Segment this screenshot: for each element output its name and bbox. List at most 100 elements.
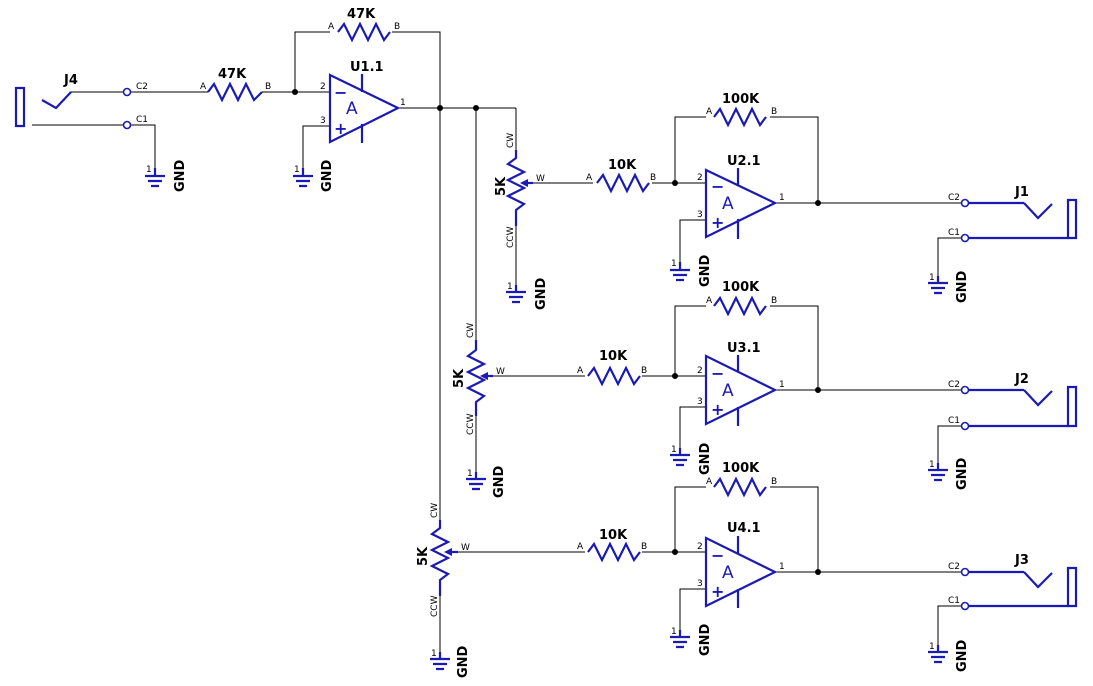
wire xyxy=(679,406,705,448)
ground-label: GND xyxy=(698,254,713,287)
pot-cw-label: CW xyxy=(466,323,476,338)
potentiometer-3: CW CCW W 5K xyxy=(416,503,470,617)
ground-label: GND xyxy=(456,645,471,678)
opamp-pin: 3 xyxy=(697,397,703,407)
opamp-pin: 3 xyxy=(697,210,703,220)
opamp-minus-sign: − xyxy=(711,364,724,383)
wire xyxy=(130,124,156,168)
resistor-pin-b: B xyxy=(641,542,647,552)
junction-dot xyxy=(815,569,821,575)
resistor-r7: 100K A B xyxy=(706,461,777,498)
pot-ccw-label: CCW xyxy=(430,595,440,617)
junctions xyxy=(292,89,821,575)
junction-dot xyxy=(473,105,479,111)
resistor-value: 47K xyxy=(347,7,376,22)
opamp-u3: A − + U3.1 2 3 1 xyxy=(697,341,785,426)
ground-symbol: 1 GND xyxy=(506,277,549,310)
wire xyxy=(392,31,441,108)
ground-label: GND xyxy=(534,277,549,310)
jack-ref: J1 xyxy=(1014,185,1029,200)
opamp-u1: A − + U1.1 2 3 1 xyxy=(320,60,406,144)
opamp-unit-label: A xyxy=(346,99,358,119)
jack-pin: C1 xyxy=(136,115,148,125)
ground-symbol: 1 GND xyxy=(670,623,713,656)
jack-ref: J4 xyxy=(63,73,78,88)
pot-wiper-label: W xyxy=(536,174,545,184)
wire xyxy=(937,425,962,463)
pot-wiper-label: W xyxy=(461,543,470,553)
potentiometer-1: CW CCW W 5K xyxy=(494,133,545,248)
ground-pin: 1 xyxy=(431,649,437,659)
opamp-pin: 2 xyxy=(697,542,703,552)
opamp-pin: 2 xyxy=(320,82,326,92)
resistor-pin-a: A xyxy=(577,542,584,552)
junction-dot xyxy=(672,180,678,186)
junction-dot xyxy=(292,89,298,95)
opamp-plus-sign: + xyxy=(711,400,724,419)
ground-pin: 1 xyxy=(294,165,300,175)
pot-wiper-label: W xyxy=(496,367,505,377)
jack-pin: C2 xyxy=(136,82,148,92)
ground-pin: 1 xyxy=(671,259,677,269)
resistor-value: 100K xyxy=(722,92,760,107)
resistor-r5: 100K A B xyxy=(706,280,777,317)
resistor-pin-a: A xyxy=(577,366,584,376)
resistor-pin-a: A xyxy=(586,173,593,183)
pot-value: 5K xyxy=(416,546,431,566)
opamp-unit-label: A xyxy=(722,381,734,401)
wire xyxy=(679,219,705,262)
opamp-plus-sign: + xyxy=(334,119,347,138)
ground-symbol: 1 GND xyxy=(466,465,507,498)
opamp-plus-sign: + xyxy=(711,582,724,601)
ground-symbol: 1 GND xyxy=(430,645,471,678)
wire xyxy=(294,31,330,92)
junction-dot xyxy=(672,373,678,379)
resistor-r2: 47K A B xyxy=(328,7,400,43)
ground-symbol: 1 GND xyxy=(145,159,188,192)
junction-dot xyxy=(437,105,443,111)
opamp-minus-sign: − xyxy=(711,546,724,565)
wire xyxy=(674,305,706,376)
junction-dot xyxy=(672,549,678,555)
ground-pin: 1 xyxy=(507,282,513,292)
opamp-ref: U2.1 xyxy=(727,154,761,169)
junction-dot xyxy=(815,200,821,206)
ground-label: GND xyxy=(955,270,970,303)
resistor-value: 10K xyxy=(599,349,628,364)
opamp-pin: 2 xyxy=(697,173,703,183)
ground-label: GND xyxy=(698,623,713,656)
wires xyxy=(32,31,962,652)
pot-ccw-label: CCW xyxy=(506,226,516,248)
resistor-pin-a: A xyxy=(706,107,713,117)
ground-symbol: 1 GND xyxy=(928,457,970,490)
opamp-ref: U4.1 xyxy=(727,521,761,536)
resistor-pin-b: B xyxy=(771,296,777,306)
jack-pin: C2 xyxy=(948,193,960,203)
resistor-pin-b: B xyxy=(641,366,647,376)
resistor-pin-b: B xyxy=(771,477,777,487)
jack-j1: J1 C2 C1 xyxy=(948,185,1078,243)
ground-symbol: 1 GND xyxy=(293,159,335,192)
resistor-value: 10K xyxy=(599,528,628,543)
junction-dot xyxy=(815,387,821,393)
resistor-value: 100K xyxy=(722,280,760,295)
jack-j4: J4 C2 C1 xyxy=(14,73,148,130)
opamp-u2: A − + U2.1 2 3 1 xyxy=(697,154,785,239)
resistor-value: 47K xyxy=(218,67,247,82)
ground-label: GND xyxy=(492,465,507,498)
opamp-pin: 3 xyxy=(320,116,326,126)
opamp-pin: 3 xyxy=(697,579,703,589)
opamp-ref: U3.1 xyxy=(727,341,761,356)
wire xyxy=(770,486,819,572)
opamp-pin: 1 xyxy=(779,193,785,203)
wire xyxy=(770,305,819,390)
opamp-minus-sign: − xyxy=(711,177,724,196)
resistor-pin-a: A xyxy=(328,22,335,32)
jack-ref: J2 xyxy=(1014,372,1029,387)
wire xyxy=(770,116,819,203)
ground-pin: 1 xyxy=(929,642,935,652)
ground-label: GND xyxy=(955,457,970,490)
resistor-r1: 47K A B xyxy=(200,67,271,103)
pot-cw-label: CW xyxy=(430,503,440,518)
jack-j3: J3 C2 C1 xyxy=(948,553,1078,611)
